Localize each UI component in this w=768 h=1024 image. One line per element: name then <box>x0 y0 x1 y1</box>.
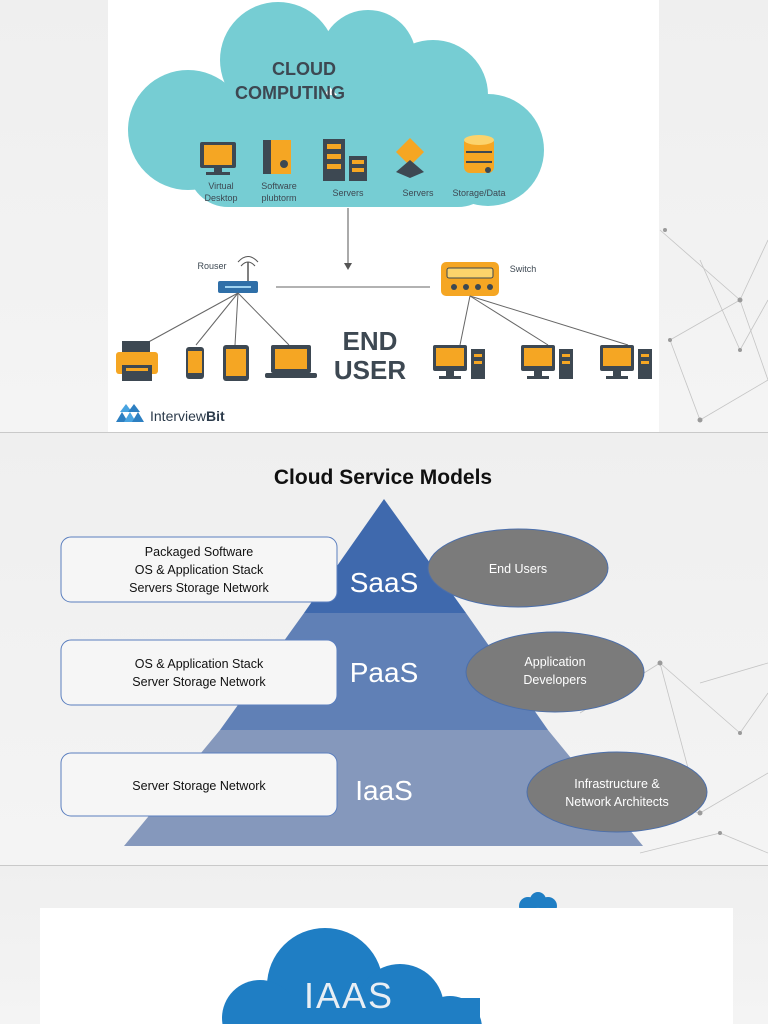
service-models-diagram: Cloud Service Models SaaS PaaS IaaS Pack… <box>60 466 768 854</box>
down-arrow-icon <box>344 208 352 270</box>
server-rack-icon <box>323 139 367 181</box>
model-label-iaas: IaaS <box>355 775 413 806</box>
slide-divider <box>0 432 768 433</box>
tablet-icon <box>223 345 249 381</box>
stack-box-text: Servers Storage Network <box>129 581 269 595</box>
audience-text: Developers <box>523 673 586 687</box>
cloud-item-label: Virtual <box>208 181 233 191</box>
slide-cloud-computing: CLOUD COMPUTING <box>0 0 768 432</box>
cloud-item-label: Servers <box>332 188 364 198</box>
router-label: Rouser <box>197 261 226 271</box>
cloud-title-line1: CLOUD <box>272 59 336 79</box>
router-links <box>142 292 290 346</box>
audience-text: End Users <box>489 562 547 576</box>
audience-text: Network Architects <box>565 795 669 809</box>
laptop-icon <box>265 345 317 378</box>
slide-divider <box>0 865 768 866</box>
stack-box-paas <box>60 639 338 706</box>
iaas-card: IAAS <box>40 908 733 1024</box>
database-icon <box>464 135 494 173</box>
server-diamond-icon <box>396 138 424 178</box>
printer-icon <box>116 341 158 381</box>
stack-box-text: Packaged Software <box>145 545 253 559</box>
end-user-line2: USER <box>334 355 406 385</box>
switch-icon <box>441 262 499 296</box>
cloud-item-label: Servers <box>402 188 434 198</box>
slide-title: Cloud Service Models <box>274 466 492 489</box>
brand-name-regular: Interview <box>150 408 207 424</box>
stack-box-text: Server Storage Network <box>132 779 266 793</box>
cloud-item-label: plubtorm <box>261 193 296 203</box>
audience-ellipse-paas <box>465 631 645 713</box>
cloud-title-line2: COMPUTING <box>235 83 345 103</box>
interviewbit-logo-icon <box>116 404 144 422</box>
model-label-saas: SaaS <box>350 567 419 598</box>
iaas-cloud-shape <box>222 928 482 1024</box>
pyramid-tier-saas <box>304 499 466 613</box>
brand-name: InterviewBit <box>150 408 225 424</box>
software-folder-icon <box>263 140 291 174</box>
brand-name-bold: Bit <box>206 408 225 424</box>
cloud-item-label: Desktop <box>204 193 237 203</box>
audience-ellipse-saas <box>427 528 609 608</box>
stack-box-text: OS & Application Stack <box>135 563 264 577</box>
slide-iaas: IAAS <box>0 866 768 1024</box>
stack-box-saas <box>60 536 338 603</box>
desktop-computer-icon <box>521 345 573 379</box>
desktop-computer-icon <box>433 345 485 379</box>
stack-box-text: OS & Application Stack <box>135 657 264 671</box>
iaas-cloud-art: IAAS <box>222 928 482 1024</box>
cloud-diagram-card: CLOUD COMPUTING <box>108 0 659 432</box>
stack-box-iaas <box>60 752 338 817</box>
router-icon <box>218 256 259 293</box>
switch-label: Switch <box>510 264 537 274</box>
cloud-computing-diagram: CLOUD COMPUTING <box>116 2 652 424</box>
switch-links <box>459 295 629 346</box>
audience-text: Infrastructure & <box>574 777 660 791</box>
audience-text: Application <box>524 655 585 669</box>
phone-icon <box>186 347 204 379</box>
model-label-paas: PaaS <box>350 657 419 688</box>
slide-cloud-service-models: Cloud Service Models SaaS PaaS IaaS Pack… <box>0 433 768 865</box>
stack-box-text: Server Storage Network <box>132 675 266 689</box>
network-background <box>659 228 768 423</box>
cloud-item-label: Software <box>261 181 297 191</box>
end-user-line1: END <box>343 326 398 356</box>
cloud-item-label: Storage/Data <box>452 188 505 198</box>
monitor-icon <box>200 142 236 175</box>
iaas-cloud-label: IAAS <box>304 975 394 1016</box>
desktop-computer-icon <box>600 345 652 379</box>
audience-ellipse-iaas <box>526 751 708 833</box>
